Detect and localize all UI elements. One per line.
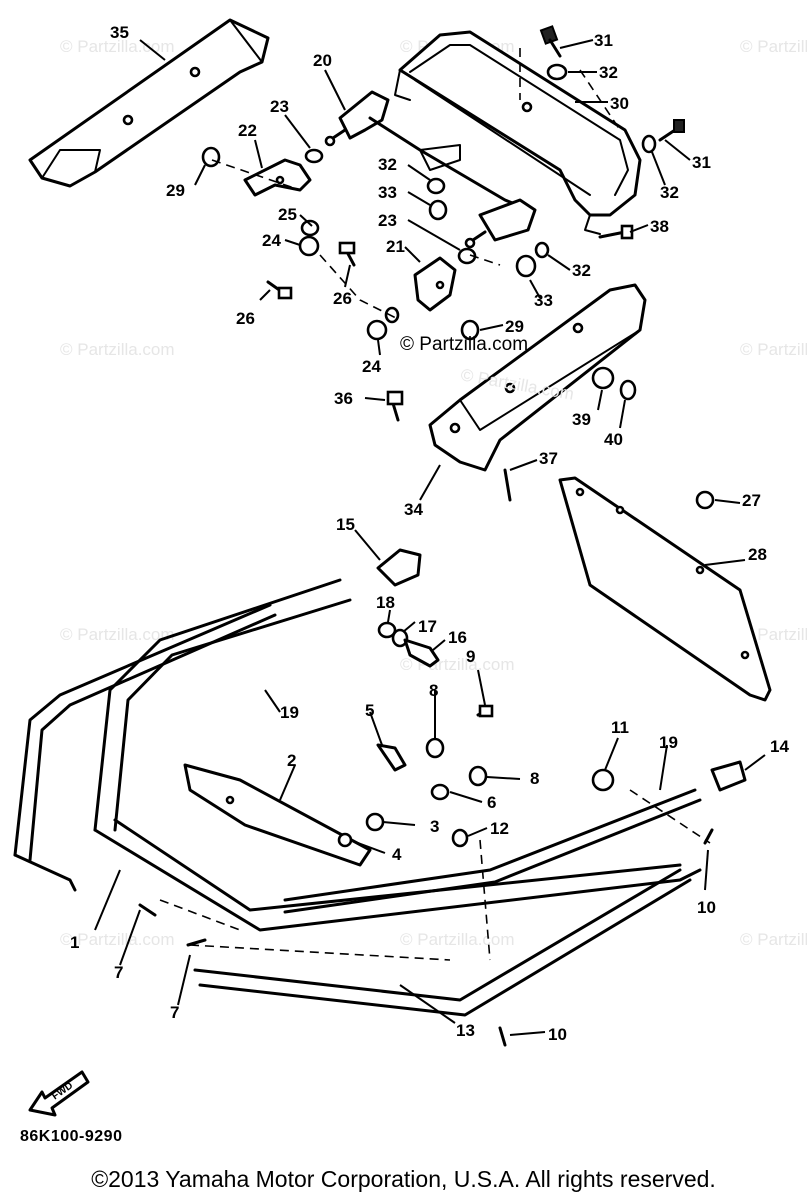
callout-31: 31 [692, 153, 711, 172]
callout-25: 25 [278, 205, 297, 224]
callout-7: 7 [114, 963, 123, 982]
callout-32: 32 [599, 63, 618, 82]
callout-29: 29 [505, 317, 524, 336]
callout-10: 10 [548, 1025, 567, 1044]
part-19-trim-left [13, 603, 277, 892]
hardware-group [201, 25, 715, 510]
watermark-text: © Partzilla.com [740, 37, 807, 56]
assembly-lines [159, 48, 711, 961]
callout-1: 1 [70, 933, 79, 952]
callout-33: 33 [534, 291, 553, 310]
part-2-bracket [183, 763, 372, 867]
part-15-group [376, 548, 440, 668]
part-1-bumper [93, 578, 702, 932]
watermark-text: © Partzilla.com [400, 930, 515, 949]
callout-9: 9 [466, 647, 475, 666]
watermark-text: © Partzilla.com [740, 625, 807, 644]
part-35-cover [28, 18, 270, 188]
callout-labels: 35 20 23 22 29 25 24 26 26 31 32 30 31 3… [70, 23, 789, 1044]
part-13-lower-rail [193, 868, 692, 1017]
callout-7: 7 [170, 1003, 179, 1022]
part-22-bracket [243, 158, 312, 197]
callout-8: 8 [530, 769, 539, 788]
callout-5: 5 [365, 701, 374, 720]
callout-11: 11 [611, 718, 629, 737]
callout-18: 18 [376, 593, 395, 612]
leader-lines [94, 39, 766, 1036]
bumper-hardware [138, 704, 747, 1047]
callout-24: 24 [362, 357, 381, 376]
part-21-bracket [413, 256, 457, 312]
callout-32: 32 [378, 155, 397, 174]
callout-10: 10 [697, 898, 716, 917]
document-code: 86K100-9290 [20, 1128, 123, 1145]
callout-16: 16 [448, 628, 467, 647]
callout-4: 4 [392, 845, 402, 864]
callout-19: 19 [659, 733, 678, 752]
callout-8: 8 [429, 681, 438, 700]
callout-39: 39 [572, 410, 591, 429]
watermark-text: © Partzilla.com [60, 340, 175, 359]
callout-34: 34 [404, 500, 423, 519]
watermark-text: © Partzilla.com [60, 37, 175, 56]
callout-2: 2 [287, 751, 296, 770]
part-19-trim-right [283, 788, 702, 914]
fwd-arrow-icon: FWD [28, 1070, 90, 1117]
callout-23: 23 [378, 211, 397, 230]
part-30-housing [394, 30, 642, 235]
callout-13: 13 [456, 1021, 475, 1040]
watermark-layer: © Partzilla.com © Partzilla.com © Partzi… [60, 37, 807, 949]
part-28-panel [558, 476, 772, 702]
watermark-text: © Partzilla.com [740, 930, 807, 949]
callout-26: 26 [333, 289, 352, 308]
part-20-bracket [324, 90, 537, 249]
callout-35: 35 [110, 23, 129, 42]
part-34-crossmember [428, 283, 647, 472]
callout-6: 6 [487, 793, 496, 812]
watermark-text: © Partzilla.com [60, 625, 175, 644]
callout-17: 17 [418, 617, 437, 636]
callout-37: 37 [539, 449, 558, 468]
callout-20: 20 [313, 51, 332, 70]
callout-29: 29 [166, 181, 185, 200]
callout-24: 24 [262, 231, 281, 250]
callout-28: 28 [748, 545, 767, 564]
callout-31: 31 [594, 31, 613, 50]
callout-26: 26 [236, 309, 255, 328]
callout-36: 36 [334, 389, 353, 408]
callout-32: 32 [572, 261, 591, 280]
callout-21: 21 [386, 237, 405, 256]
callout-19: 19 [280, 703, 299, 722]
callout-22: 22 [238, 121, 257, 140]
center-watermark: © Partzilla.com [400, 334, 528, 355]
callout-33: 33 [378, 183, 397, 202]
callout-27: 27 [742, 491, 761, 510]
callout-3: 3 [430, 817, 439, 836]
watermark-text: © Partzilla.com [740, 340, 807, 359]
callout-38: 38 [650, 217, 669, 236]
callout-32: 32 [660, 183, 679, 202]
callout-12: 12 [490, 819, 509, 838]
watermark-text: © Partzilla.com [60, 930, 175, 949]
copyright-notice: ©2013 Yamaha Motor Corporation, U.S.A. A… [91, 1166, 716, 1192]
callout-23: 23 [270, 97, 289, 116]
callout-40: 40 [604, 430, 623, 449]
callout-14: 14 [770, 737, 789, 756]
callout-30: 30 [610, 94, 629, 113]
callout-15: 15 [336, 515, 355, 534]
